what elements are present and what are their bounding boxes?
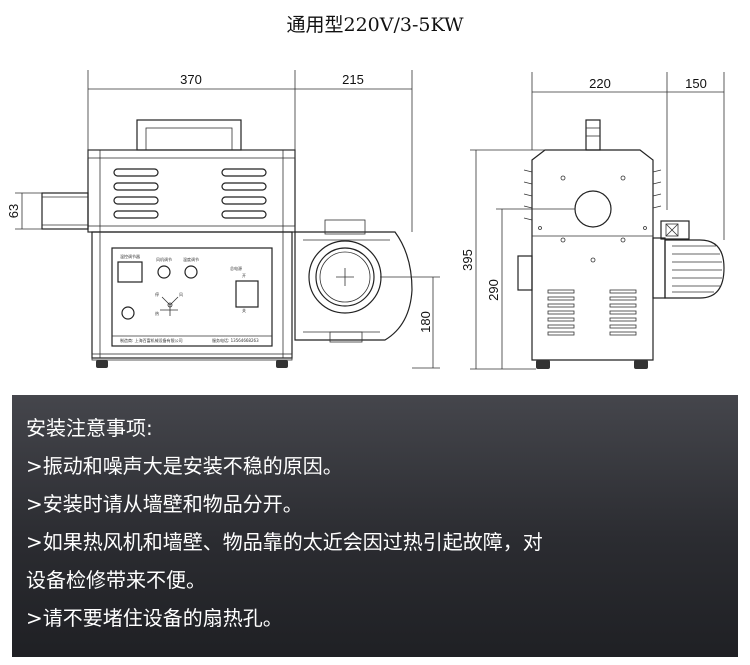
dimension-outlet-height: 180 (380, 276, 440, 369)
dimension-height-total: 395 (460, 149, 586, 370)
knob-right-label: 温度调节 (183, 256, 199, 262)
dim-395: 395 (460, 249, 475, 271)
notes-heading: 安装注意事项: (26, 416, 153, 440)
note-item: >如果热风机和墙壁、物品靠的太近会因过热引起故障，对 (26, 530, 543, 554)
power-switch-off-label: 关 (242, 307, 246, 313)
air-duct (41, 192, 89, 230)
technical-drawing: 温控调节器 风机调节 温度调节 总电源 开 关 停 风 热 制造商: 上海百富机… (6, 70, 725, 370)
fan-adjust-knob[interactable] (157, 265, 171, 279)
note-item: >安装时请从墙壁和物品分开。 (26, 492, 303, 516)
dim-63: 63 (6, 204, 21, 218)
panel-header-label: 温控调节器 (120, 253, 140, 259)
power-switch-label: 总电源 (230, 265, 242, 271)
dimension-width-motor: 150 (667, 72, 725, 240)
dimension-width-fan: 215 (295, 70, 413, 232)
rotary-label-stop: 停 (155, 291, 159, 297)
dim-180: 180 (418, 311, 433, 333)
dim-150: 150 (685, 76, 707, 91)
dim-290: 290 (486, 279, 501, 301)
power-switch[interactable] (235, 280, 259, 308)
dimension-duct-height: 63 (6, 192, 42, 230)
dim-220: 220 (589, 76, 611, 91)
side-chimney (585, 119, 601, 151)
side-body (531, 149, 654, 361)
front-feet (96, 360, 288, 368)
dim-370: 370 (180, 72, 202, 87)
panel-footer-phone: 服务电话: 13564668263 (212, 337, 259, 343)
blower-housing (294, 219, 413, 343)
knob-left-label: 风机调节 (156, 256, 172, 262)
dim-215: 215 (342, 72, 364, 87)
fan-motor (652, 220, 725, 299)
carry-handle (136, 119, 242, 151)
side-vents-right (609, 289, 637, 336)
heater-upper-body (87, 149, 296, 233)
temperature-adjust-knob[interactable] (184, 265, 198, 279)
page-title: 通用型220V/3-5KW (286, 14, 464, 36)
installation-notes-panel: 安装注意事项: >振动和噪声大是安装不稳的原因。 >安装时请从墙壁和物品分开。 … (12, 395, 738, 657)
dimension-width-side: 220 (531, 72, 668, 210)
dimension-height-body: 290 (486, 208, 575, 369)
mode-rotary-switch[interactable]: 停 风 热 (155, 291, 183, 316)
vent-slots-right (221, 168, 267, 219)
side-duct-stub (517, 255, 533, 291)
rotary-label-heat: 热 (155, 310, 159, 316)
note-item: >振动和噪声大是安装不稳的原因。 (26, 454, 343, 478)
side-vents-left (547, 289, 575, 336)
indicator-lamp (121, 306, 135, 320)
side-fins-right (652, 169, 662, 209)
rotary-label-fan: 风 (179, 292, 183, 297)
control-panel: 温控调节器 风机调节 温度调节 总电源 开 关 停 风 热 制造商: 上海百富机… (111, 247, 273, 347)
power-switch-on-label: 开 (242, 273, 246, 278)
heater-lower-body (91, 231, 293, 361)
dimension-width-left: 370 (87, 70, 296, 150)
side-feet (536, 360, 648, 369)
side-fins-left (523, 169, 533, 221)
vent-slots-left (113, 168, 159, 219)
panel-footer-company: 制造商: 上海百富机械设备有限公司 (120, 337, 183, 343)
note-item: >请不要堵住设备的扇热孔。 (26, 606, 283, 630)
note-item: 设备检修带来不便。 (26, 568, 206, 592)
